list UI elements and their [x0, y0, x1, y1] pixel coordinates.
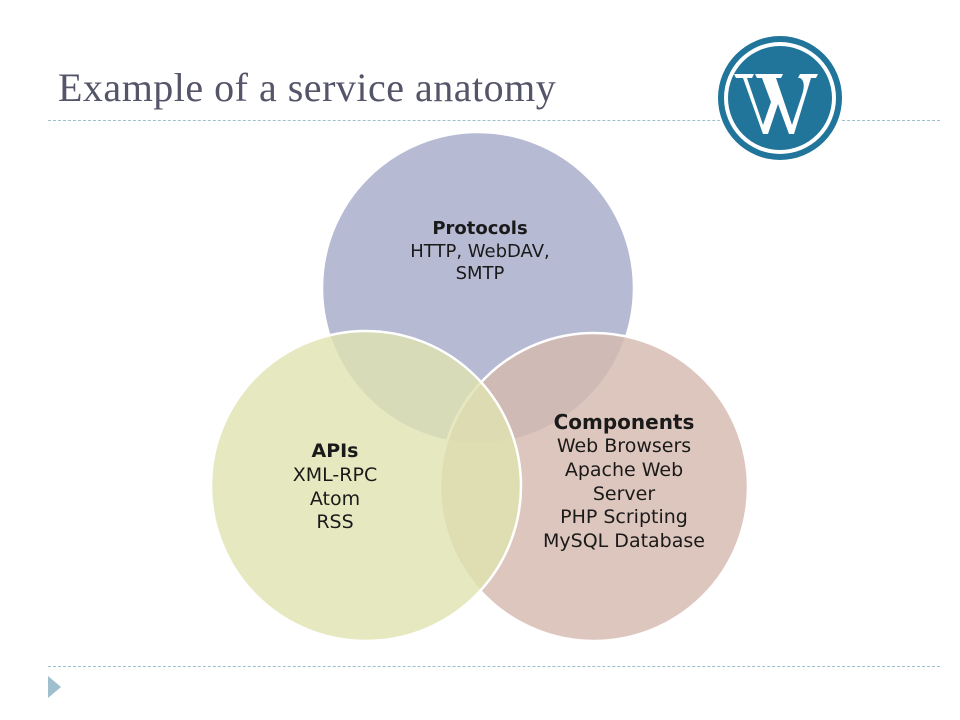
venn-circle-apis [209, 329, 523, 643]
components-label: Components Web Browsers Apache Web Serve… [512, 410, 736, 554]
apis-item: XML-RPC [292, 463, 378, 486]
protocols-item: HTTP, WebDAV, [410, 240, 550, 262]
components-item: Server [592, 482, 656, 505]
protocols-heading: Protocols [432, 218, 528, 239]
wordpress-logo-icon [716, 34, 844, 162]
apis-item: Atom [309, 487, 361, 510]
components-heading: Components [553, 410, 695, 434]
slide-title: Example of a service anatomy [58, 65, 557, 110]
slide-bullet-icon [48, 676, 61, 698]
footer-divider [48, 666, 940, 667]
apis-item: RSS [316, 511, 354, 534]
components-item: Web Browsers [556, 435, 692, 457]
apis-label: APIs XML-RPC Atom RSS [250, 440, 420, 535]
title-divider [48, 120, 940, 121]
components-item: PHP Scripting [560, 506, 688, 529]
protocols-label: Protocols HTTP, WebDAV, SMTP [368, 218, 592, 286]
apis-heading: APIs [311, 440, 359, 462]
protocols-item: SMTP [455, 263, 505, 284]
components-item: Apache Web [564, 458, 684, 481]
components-item: MySQL Database [543, 530, 705, 552]
